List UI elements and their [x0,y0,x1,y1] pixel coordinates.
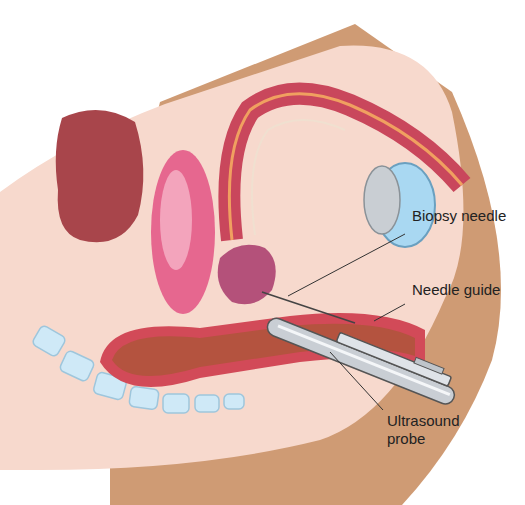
callout-label: Needle guide [412,281,507,299]
callout-label: Biopsy needle [412,207,507,225]
callout-label: Ultrasound probe [387,412,487,449]
pubic-bone [56,110,144,242]
prostate [218,245,276,305]
duct [252,120,345,235]
leader-line [374,304,405,321]
bladder [151,150,215,314]
body-section [0,46,463,470]
leader-line [288,234,405,296]
leader-line [330,352,383,410]
ultrasound-probe [265,302,463,407]
grey-cluster [364,166,400,234]
bladder-highlight [160,170,192,270]
